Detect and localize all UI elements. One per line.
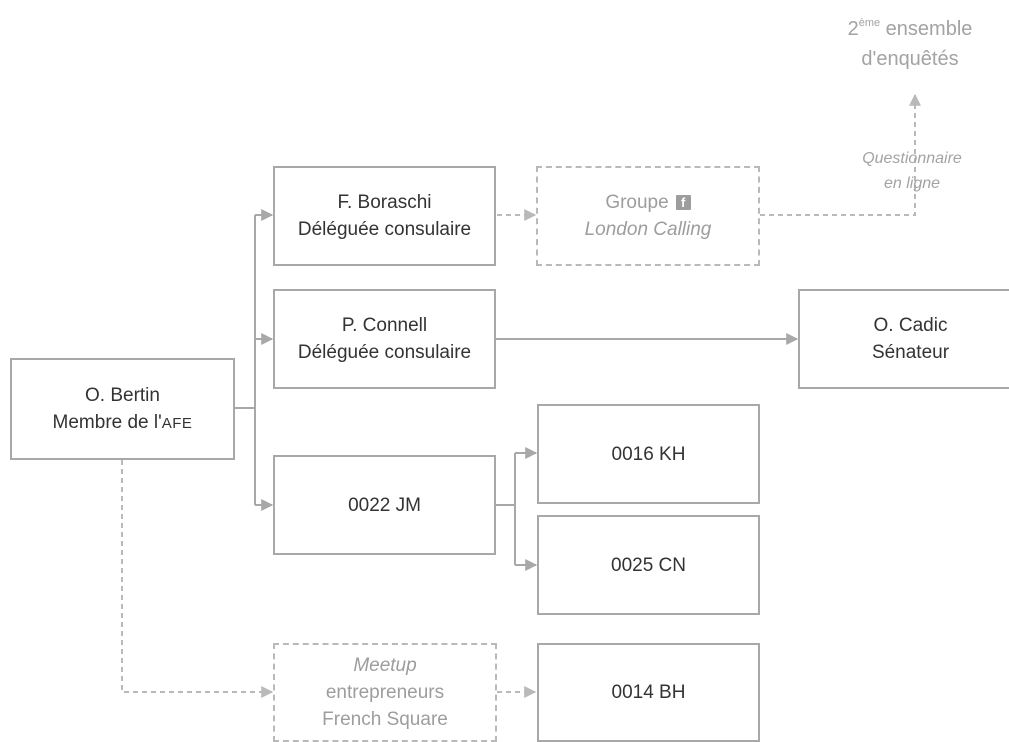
facebook-icon: f <box>675 195 691 210</box>
node-meetup: Meetup entrepreneurs French Square <box>273 643 497 742</box>
node-0025-cn: 0025 CN <box>537 515 760 615</box>
node-0022-jm-label: 0022 JM <box>348 494 421 516</box>
node-0022-jm: 0022 JM <box>273 455 496 555</box>
node-facebook-group-title: Groupe <box>605 192 669 213</box>
node-0014-bh: 0014 BH <box>537 643 760 742</box>
node-boraschi: F. Boraschi Déléguée consulaire <box>273 166 496 266</box>
node-bertin-role: Membre de l'AFE <box>53 409 193 437</box>
node-bertin-role-prefix: Membre de l' <box>52 411 162 433</box>
node-meetup-line3: French Square <box>322 709 448 730</box>
online-questionnaire-label: Questionnaire en ligne <box>822 146 1002 196</box>
node-cadic: O. Cadic Sénateur <box>798 289 1009 389</box>
node-connell-name: P. Connell <box>341 315 428 336</box>
node-boraschi-role: Déléguée consulaire <box>297 219 472 240</box>
questionnaire-line1: Questionnaire <box>862 150 962 167</box>
dashed-arrow-bertin-to-meetup <box>121 460 274 698</box>
survey-label-word: ensemble <box>880 18 973 40</box>
connector-jm-branch <box>495 453 516 565</box>
node-0025-cn-label: 0025 CN <box>611 554 686 576</box>
node-bertin: O. Bertin Membre de l'AFE <box>10 358 235 460</box>
node-boraschi-name: F. Boraschi <box>337 192 432 213</box>
node-connell-role: Déléguée consulaire <box>297 342 472 363</box>
node-connell: P. Connell Déléguée consulaire <box>273 289 496 389</box>
questionnaire-line2: en ligne <box>883 175 941 192</box>
node-0016-kh-label: 0016 KH <box>611 443 686 465</box>
node-bertin-name: O. Bertin <box>85 384 160 406</box>
node-cadic-name: O. Cadic <box>873 315 948 336</box>
node-meetup-line2: entrepreneurs <box>325 682 445 703</box>
survey-label-line2: d'enquêtés <box>861 48 959 70</box>
node-cadic-role: Sénateur <box>871 342 950 363</box>
second-respondent-set-label: 2ème ensemble d'enquêtés <box>790 8 1009 74</box>
node-0014-bh-label: 0014 BH <box>611 682 686 703</box>
node-facebook-group-name: London Calling <box>584 219 712 240</box>
node-bertin-role-abbr: AFE <box>161 414 193 432</box>
node-0016-kh: 0016 KH <box>537 404 760 504</box>
survey-label-sup: ème <box>858 17 881 29</box>
survey-label-prefix: 2 <box>847 18 859 40</box>
node-meetup-title: Meetup <box>353 655 417 676</box>
dashed-line-group-to-survey <box>760 93 921 216</box>
